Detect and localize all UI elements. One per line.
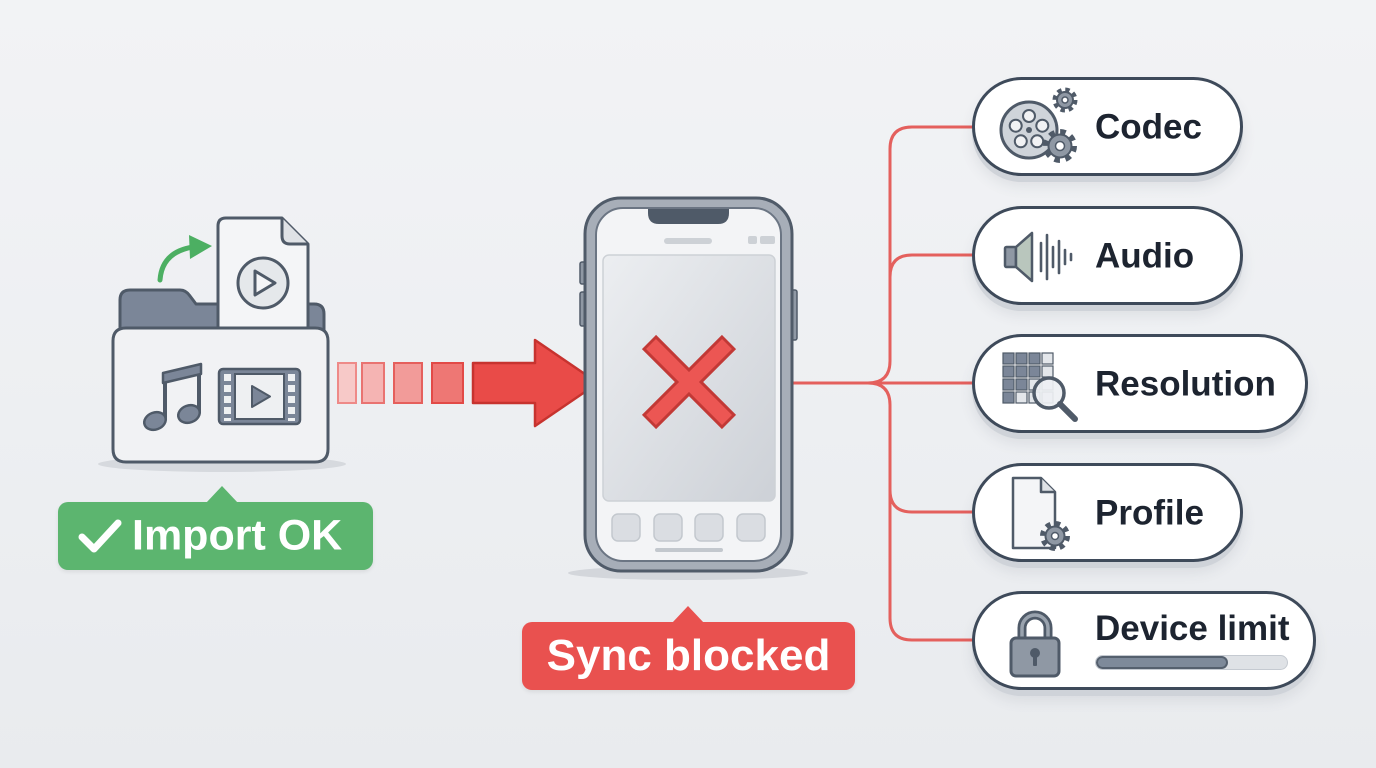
reason-label-codec: Codec: [1095, 107, 1202, 146]
grid-cell: [1015, 351, 1028, 365]
reason-pill-resolution: Resolution: [972, 334, 1308, 433]
document-corner-fold: [1039, 477, 1055, 493]
reason-pill-profile: Profile: [972, 463, 1243, 562]
speaker-cone: [1014, 231, 1034, 282]
document-page: [1011, 476, 1057, 549]
badge-pointer: [206, 486, 238, 503]
reel-hole: [1008, 118, 1023, 133]
import-arrow-head: [189, 235, 212, 259]
import-arrow-icon: [157, 235, 212, 283]
signal-icon: [748, 236, 757, 244]
grid-cell: [1015, 377, 1028, 391]
transfer-arrow-icon: [337, 338, 600, 428]
video-file-icon: [216, 216, 310, 336]
film-strip-icon: [217, 367, 302, 426]
check-stroke: [78, 519, 122, 553]
grid-cell: [1002, 351, 1015, 365]
grid-cell: [1041, 351, 1054, 365]
arrow-dash: [361, 362, 385, 404]
dock-app-icon: [694, 513, 724, 542]
gear-hole: [1054, 140, 1066, 151]
file-corner-fold: [280, 218, 308, 246]
grid-cell: [1002, 364, 1015, 378]
reel-hole: [1030, 133, 1045, 148]
home-indicator: [655, 548, 723, 552]
dock-app-icon: [653, 513, 683, 542]
import-arrow-curve: [157, 244, 196, 283]
note-beam: [161, 362, 203, 385]
dock-app-icon: [611, 513, 641, 542]
reel-hole: [1035, 118, 1050, 133]
grid-cell: [1002, 377, 1015, 391]
grid-cell: [1028, 351, 1041, 365]
arrow-head: [471, 338, 600, 428]
magnifier-handle: [1057, 400, 1078, 422]
connector-device-limit: [866, 381, 977, 642]
keyhole: [1030, 647, 1040, 658]
film-play-icon: [251, 385, 271, 408]
check-icon: [78, 519, 122, 553]
gear-teeth: [1040, 520, 1070, 551]
phone-notch: [648, 209, 729, 224]
lock-shackle-highlight: [1020, 612, 1050, 640]
reason-pill-device-limit: Device limit: [972, 591, 1316, 690]
connector-profile: [888, 488, 977, 514]
gear-teeth: [1052, 87, 1078, 112]
device-limit-progress-fill: [1096, 656, 1228, 669]
play-icon: [253, 269, 277, 297]
reel-hole: [1022, 108, 1036, 123]
x-mark-stroke: [646, 339, 732, 425]
arrow-dash: [337, 362, 357, 404]
smartphone-icon: [568, 196, 808, 580]
keyhole-slot: [1033, 653, 1037, 666]
arrow-dash: [393, 362, 423, 404]
battery-icon: [760, 236, 775, 244]
reel-hub: [1026, 126, 1032, 133]
connector-audio: [888, 253, 977, 279]
magnifier-lens: [1032, 375, 1066, 410]
grid-cell: [1015, 390, 1028, 404]
document-gear-icon: [1011, 476, 1070, 551]
film-reel-gears-icon: [999, 87, 1078, 163]
reason-label-device-limit: Device limit: [1095, 609, 1290, 648]
reason-connectors: [790, 125, 977, 642]
gear-hole: [1050, 531, 1060, 540]
gear-teeth: [1043, 128, 1077, 163]
speaker-waveform-icon: [1003, 231, 1073, 282]
x-mark-icon: [641, 334, 737, 430]
reason-label-profile: Profile: [1095, 493, 1204, 532]
grid-cell: [1015, 364, 1028, 378]
grid-cell: [1002, 390, 1015, 404]
gear-hole: [1061, 95, 1069, 104]
lock-icon: [1009, 610, 1061, 677]
import-status-label: Import OK: [132, 511, 343, 560]
note-head: [177, 403, 201, 425]
sync-status-label: Sync blocked: [546, 631, 831, 680]
import-status-badge: Import OK: [58, 486, 373, 570]
status-bar-indicator: [664, 238, 712, 244]
reason-label-audio: Audio: [1095, 236, 1195, 275]
arrow-dash: [431, 362, 464, 404]
grid-cell: [1028, 364, 1041, 378]
grid-cell: [1041, 364, 1054, 378]
reason-label-resolution: Resolution: [1095, 364, 1276, 403]
device-limit-progress-bar: [1095, 655, 1288, 670]
note-head: [143, 410, 167, 432]
sync-status-badge: Sync blocked: [522, 606, 855, 690]
speaker-back: [1003, 245, 1018, 268]
badge-pointer: [672, 606, 704, 623]
reel-hole: [1013, 133, 1028, 148]
media-folder: [98, 216, 346, 472]
reason-pill-audio: Audio: [972, 206, 1243, 305]
music-note-icon: [143, 362, 203, 432]
dock-app-icon: [736, 513, 766, 542]
reason-pill-codec: Codec: [972, 77, 1243, 176]
pixel-grid-magnifier-icon: [1002, 351, 1078, 422]
sound-wave: [1039, 233, 1073, 280]
